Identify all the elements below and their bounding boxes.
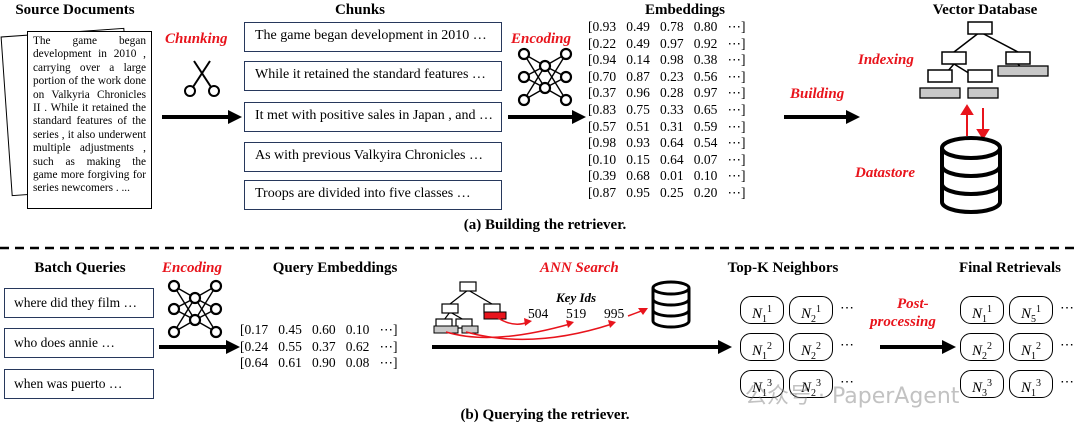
query-box: where did they film … (4, 288, 154, 318)
retrieval-pill: N51 (1009, 296, 1053, 325)
matrix-row: [0.57 0.51 0.31 0.59 ⋯] (588, 118, 746, 134)
encoding-label-bottom: Encoding (162, 260, 223, 276)
top-k-neighbors-title: Top-K Neighbors (727, 260, 839, 276)
neighbor-pill: N13 (740, 370, 784, 399)
embeddings-matrix: [0.93 0.49 0.78 0.80 ⋯][0.22 0.49 0.97 0… (588, 19, 780, 209)
retrieval-pill: N13 (1009, 370, 1053, 399)
chunk-box: While it retained the standard features … (244, 61, 502, 91)
caption-building: (a) Building the retriever. (463, 217, 627, 233)
chunk-box: It met with positive sales in Japan , an… (244, 102, 502, 132)
chunks-title: Chunks (334, 2, 386, 18)
neural-network-icon (517, 47, 573, 107)
ellipsis: ⋯ (840, 375, 854, 390)
chunk-box: As with previous Valkyira Chronicles … (244, 142, 502, 172)
neighbor-pill: N21 (789, 296, 833, 325)
chunk-box: The game began development in 2010 … (244, 22, 502, 52)
vector-database-title: Vector Database (932, 2, 1038, 18)
retrieval-pill: N33 (960, 370, 1004, 399)
query-embeddings-matrix: [0.17 0.45 0.60 0.10 ⋯][0.24 0.55 0.37 0… (240, 322, 432, 374)
query-embeddings-title: Query Embeddings (272, 260, 398, 276)
key-id: 995 (604, 306, 625, 321)
matrix-row: [0.17 0.45 0.60 0.10 ⋯] (240, 322, 398, 337)
query-box: who does annie … (4, 328, 154, 358)
retrieval-pill: N22 (960, 333, 1004, 362)
chunk-box: Troops are divided into five classes … (244, 180, 502, 210)
matrix-row: [0.87 0.95 0.25 0.20 ⋯] (588, 184, 746, 200)
ellipsis: ⋯ (1060, 301, 1074, 316)
matrix-row: [0.64 0.61 0.90 0.08 ⋯] (240, 355, 398, 371)
database-icon (651, 280, 691, 329)
matrix-row: [0.10 0.15 0.64 0.07 ⋯] (588, 151, 746, 167)
retrieval-pill: N12 (1009, 333, 1053, 362)
ann-search-label: ANN Search (540, 260, 619, 276)
scissors-icon (184, 60, 220, 97)
post-processing-label-2: processing (870, 314, 936, 330)
matrix-row: [0.37 0.96 0.28 0.97 ⋯] (588, 85, 746, 101)
ellipsis: ⋯ (840, 338, 854, 353)
final-retrievals-title: Final Retrievals (958, 260, 1062, 276)
database-icon (940, 136, 1002, 214)
query-box: when was puerto … (4, 369, 154, 399)
document-text: The game began development in 2010 , car… (33, 35, 146, 195)
neighbor-pill: N12 (740, 333, 784, 362)
document-page-front: The game began development in 2010 , car… (27, 31, 152, 209)
neighbor-pill: N22 (789, 333, 833, 362)
neighbor-pill: N23 (789, 370, 833, 399)
matrix-row: [0.94 0.14 0.98 0.38 ⋯] (588, 52, 746, 68)
index-tree-icon (919, 21, 1049, 99)
retrieval-pill: N11 (960, 296, 1004, 325)
embeddings-title: Embeddings (644, 2, 726, 18)
ellipsis: ⋯ (1060, 375, 1074, 390)
ellipsis: ⋯ (1060, 338, 1074, 353)
encoding-label-top: Encoding (511, 31, 572, 47)
batch-queries-title: Batch Queries (34, 260, 126, 276)
matrix-row: [0.83 0.75 0.33 0.65 ⋯] (588, 101, 746, 117)
neural-network-icon (167, 279, 223, 339)
neighbor-pill: N11 (740, 296, 784, 325)
building-label: Building (790, 86, 845, 102)
ann-tree-icon (433, 281, 648, 341)
matrix-row: [0.24 0.55 0.37 0.62 ⋯] (240, 338, 398, 354)
post-processing-label-1: Post- (897, 296, 929, 312)
chunking-label: Chunking (165, 31, 228, 47)
matrix-row: [0.70 0.87 0.23 0.56 ⋯] (588, 68, 746, 84)
index-datastore-arrows (960, 104, 990, 140)
key-id: 519 (566, 306, 587, 321)
datastore-label: Datastore (855, 165, 915, 181)
key-ids-label: Key Ids (556, 290, 597, 305)
matrix-row: [0.22 0.49 0.97 0.92 ⋯] (588, 35, 746, 51)
matrix-row: [0.93 0.49 0.78 0.80 ⋯] (588, 19, 746, 34)
indexing-label: Indexing (858, 52, 914, 68)
caption-querying: (b) Querying the retriever. (460, 407, 630, 423)
matrix-row: [0.39 0.68 0.01 0.10 ⋯] (588, 168, 746, 184)
watermark: 公众号 · PaperAgent (745, 384, 960, 409)
key-id: 504 (528, 306, 549, 321)
source-documents-title: Source Documents (15, 2, 135, 18)
ellipsis: ⋯ (840, 301, 854, 316)
matrix-row: [0.98 0.93 0.64 0.54 ⋯] (588, 135, 746, 151)
